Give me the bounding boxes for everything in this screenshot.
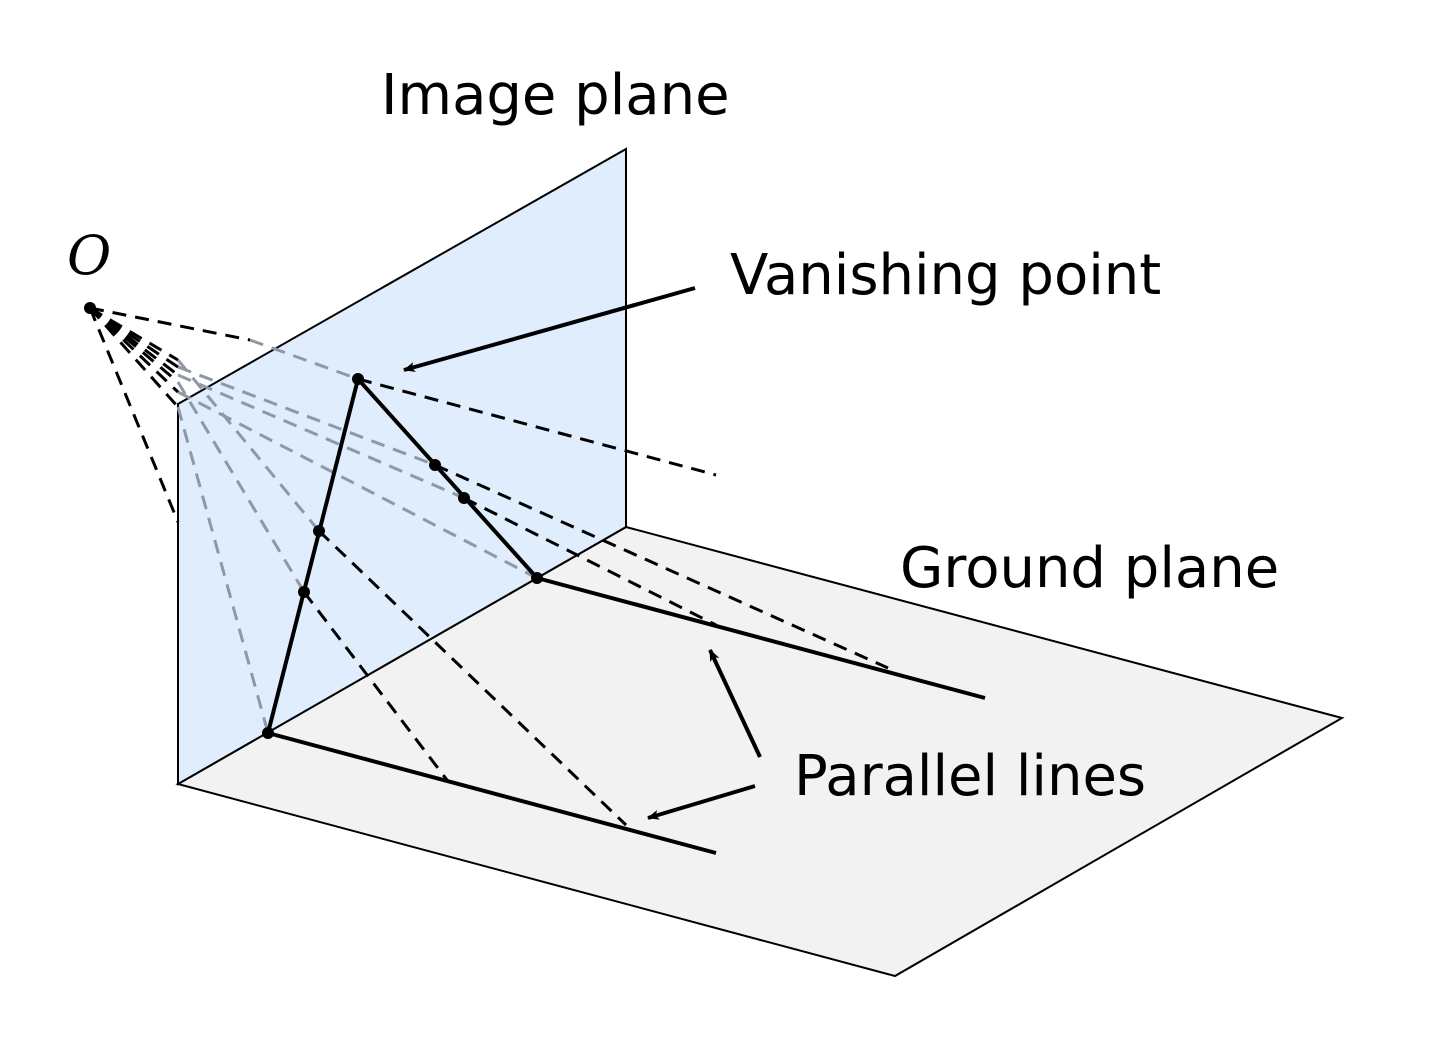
parallel-lines-arrow-up xyxy=(708,649,762,758)
ray-continuation-4 xyxy=(463,496,717,627)
projected-point-1 xyxy=(313,525,325,537)
ray-near-line-e xyxy=(88,306,180,394)
ray-to-vanishing-direction-a xyxy=(89,306,251,342)
projected-point-4 xyxy=(458,492,470,504)
ray-to-vanishing-direction-b xyxy=(357,377,717,477)
ray-near-line-d xyxy=(89,306,179,377)
parallel-lines-on-ground xyxy=(267,576,986,855)
projected-lines xyxy=(266,377,539,734)
hidden-projection-rays xyxy=(176,338,538,734)
ray-continuation-1 xyxy=(317,529,628,827)
vanishing-point-label: Vanishing point xyxy=(730,243,1161,308)
ray-continuation-2 xyxy=(302,591,449,781)
image-plane-label: Image plane xyxy=(381,63,730,128)
hidden-ray-3 xyxy=(176,359,321,532)
parallel-lines-arrow-left xyxy=(647,784,756,820)
projected-point-2 xyxy=(298,586,310,598)
hidden-ray-4 xyxy=(249,338,359,381)
hidden-ray-1 xyxy=(176,406,270,734)
image-plane xyxy=(177,147,627,786)
points xyxy=(84,302,543,739)
ray-near-line-b xyxy=(89,306,179,362)
ground-plane-label: Ground plane xyxy=(900,536,1279,601)
parallel-line-front xyxy=(267,731,717,855)
hidden-ray-2 xyxy=(176,381,306,593)
vanishing-point-arrow xyxy=(403,286,696,372)
projected-line-right xyxy=(356,377,539,580)
ray-near-line-c xyxy=(89,306,179,369)
projected-point-3 xyxy=(429,459,441,471)
annotation-arrows xyxy=(403,286,762,820)
vanishing-point-dot xyxy=(352,373,364,385)
line-start-back xyxy=(531,572,543,584)
origin-point xyxy=(84,302,96,314)
parallel-lines-label: Parallel lines xyxy=(794,744,1146,809)
ray-to-bottom-left xyxy=(88,307,180,523)
hidden-ray-6 xyxy=(177,373,465,500)
ray-continuation-3 xyxy=(434,463,889,670)
ray-near-line-a xyxy=(89,306,179,384)
projection-rays xyxy=(88,306,889,827)
parallel-line-back xyxy=(536,576,986,700)
line-start-front xyxy=(262,727,274,739)
projected-line-left xyxy=(266,378,360,734)
origin-label: O xyxy=(67,224,111,287)
